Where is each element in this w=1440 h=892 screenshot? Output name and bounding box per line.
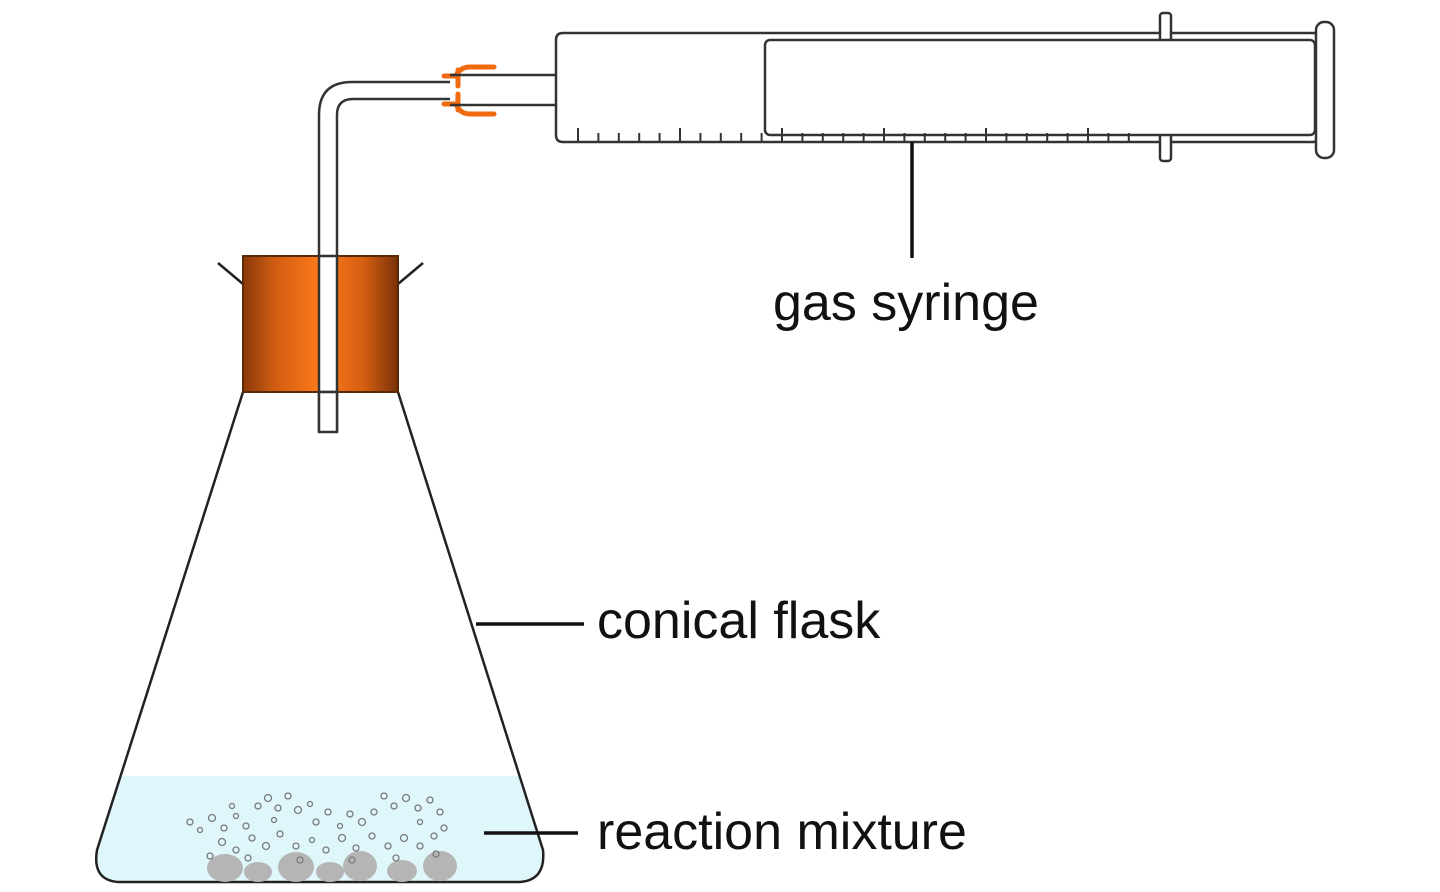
- flask-lip-left: [217, 262, 244, 285]
- gas-bubble: [196, 826, 204, 834]
- gas-bubble: [217, 837, 227, 847]
- gas-bubble: [220, 824, 228, 832]
- gas-bubble: [430, 832, 438, 840]
- gas-bubble: [337, 833, 347, 843]
- gas-bubble: [248, 834, 256, 842]
- gas-bubble: [232, 812, 240, 820]
- gas-bubble: [276, 830, 284, 838]
- gas-bubble: [270, 816, 278, 824]
- gas-bubble: [352, 844, 360, 852]
- gas-bubble: [322, 846, 330, 854]
- gas-bubble: [274, 804, 282, 812]
- gas-bubble: [414, 804, 422, 812]
- gas-bubble: [401, 793, 411, 803]
- gas-bubble: [306, 800, 314, 808]
- gas-bubble: [416, 842, 424, 850]
- gas-bubble: [207, 813, 217, 823]
- gas-syringe-label: gas syringe: [773, 274, 1039, 332]
- gas-bubble: [440, 824, 448, 832]
- gas-bubble: [293, 805, 303, 815]
- gas-bubble: [432, 850, 440, 858]
- gas-bubble: [384, 842, 392, 850]
- gas-bubble: [380, 792, 388, 800]
- syringe-graduations: [577, 128, 1130, 142]
- gas-bubble: [261, 841, 271, 851]
- gas-bubble: [242, 822, 250, 830]
- gas-bubble: [399, 833, 409, 843]
- flask-outline: [94, 391, 545, 884]
- conical-flask-label: conical flask: [597, 592, 881, 650]
- gas-bubble: [292, 842, 300, 850]
- delivery-tube: [317, 80, 450, 432]
- reaction-mixture-label: reaction mixture: [597, 803, 967, 861]
- gas-bubble: [308, 836, 316, 844]
- rubber-stopper: [242, 254, 399, 394]
- gas-bubble: [324, 808, 332, 816]
- gas-syringe: [554, 11, 1336, 163]
- gas-bubble: [370, 808, 378, 816]
- gas-bubble: [392, 854, 400, 862]
- syringe-plunger: [763, 38, 1317, 137]
- gas-bubble: [312, 818, 320, 826]
- gas-bubble: [228, 802, 236, 810]
- gas-bubble: [346, 810, 354, 818]
- gas-bubble: [244, 854, 252, 862]
- gas-bubble: [186, 818, 194, 826]
- gas-bubble: [426, 796, 434, 804]
- gas-bubble: [416, 818, 424, 826]
- solid-pieces: [207, 851, 457, 882]
- gas-bubble: [436, 808, 444, 816]
- gas-bubble: [263, 793, 273, 803]
- gas-bubble: [206, 852, 214, 860]
- gas-bubble: [232, 846, 240, 854]
- tube-below-stopper: [317, 390, 339, 434]
- gas-bubble: [390, 802, 398, 810]
- gas-bubble: [254, 802, 262, 810]
- gas-bubbles: [186, 792, 448, 864]
- gas-bubble: [296, 856, 304, 864]
- flask-lip-right: [397, 262, 424, 285]
- gas-bubble: [348, 856, 356, 864]
- gas-bubble: [336, 822, 344, 830]
- gas-bubble: [368, 832, 376, 840]
- gas-bubble: [357, 817, 367, 827]
- syringe-nozzle: [450, 73, 556, 107]
- plunger-end-cap: [1314, 20, 1336, 160]
- gas-bubble: [284, 792, 292, 800]
